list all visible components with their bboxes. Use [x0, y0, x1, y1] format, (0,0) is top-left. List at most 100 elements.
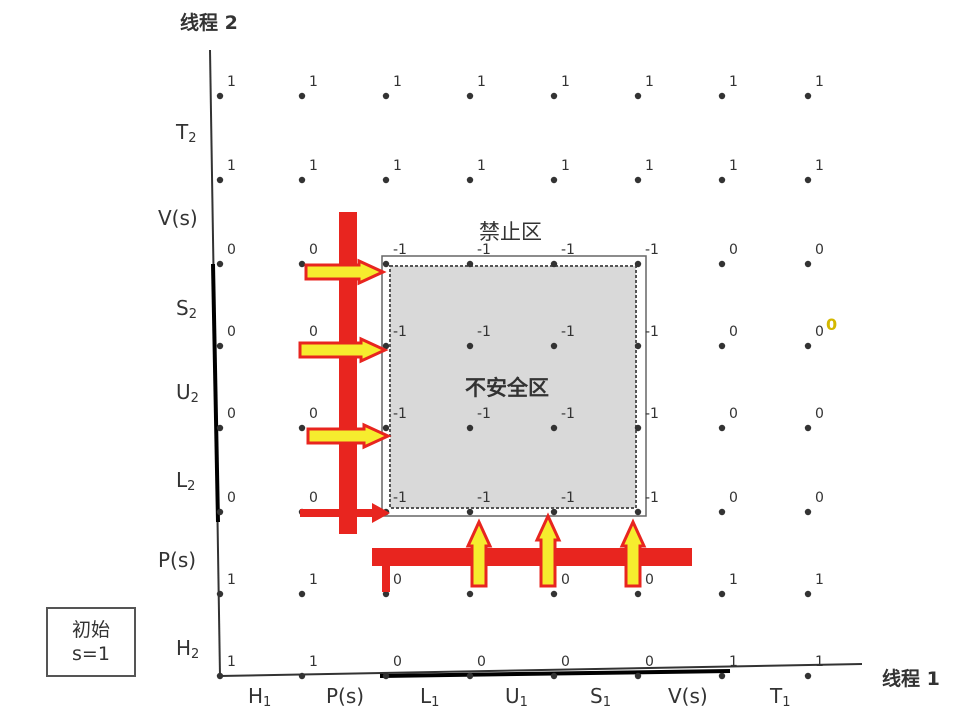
state-value: -1 [561, 490, 575, 506]
x-tick-label: S1 [590, 684, 611, 710]
state-point [804, 590, 812, 598]
initial-state-semaphore: s=1 [72, 643, 110, 665]
state-value: 1 [477, 74, 486, 90]
blocked-right-arrow [298, 336, 389, 364]
state-value: 1 [227, 158, 236, 174]
state-value: 1 [729, 654, 738, 670]
state-value: 1 [309, 158, 318, 174]
unsafe-zone [389, 265, 637, 509]
state-value: 1 [645, 158, 654, 174]
state-value: 0 [815, 242, 824, 258]
state-point [466, 590, 474, 598]
state-value: 0 [477, 654, 486, 670]
state-point [634, 424, 642, 432]
blocked-right-arrow-red [300, 503, 390, 523]
state-value: -1 [477, 490, 491, 506]
state-point [718, 260, 726, 268]
barrier-vertical [339, 212, 357, 534]
state-value: 0 [815, 490, 824, 506]
state-point [634, 342, 642, 350]
x-tick-label: P(s) [326, 684, 365, 708]
state-value: -1 [561, 406, 575, 422]
y-tick-label: S2 [176, 296, 197, 322]
blocked-right-arrow [306, 422, 392, 450]
state-point [216, 176, 224, 184]
y-tick-label: P(s) [158, 548, 197, 572]
state-value: 1 [815, 572, 824, 588]
state-point [718, 424, 726, 432]
barrier-horizontal-stub [382, 548, 390, 592]
state-value: 0 [393, 654, 402, 670]
state-point [804, 424, 812, 432]
state-point [550, 672, 558, 680]
state-point [550, 424, 558, 432]
state-point [550, 342, 558, 350]
blocked-up-arrow [619, 518, 647, 588]
state-point [466, 672, 474, 680]
state-value: -1 [393, 324, 407, 340]
state-point [466, 342, 474, 350]
state-value: 1 [309, 74, 318, 90]
state-value: 1 [729, 74, 738, 90]
state-point [382, 176, 390, 184]
state-point [804, 508, 812, 516]
barrier-horizontal [372, 548, 692, 566]
y-tick-label: U2 [176, 380, 199, 406]
blocked-right-arrow [304, 258, 387, 286]
state-point [718, 672, 726, 680]
state-value: 0 [645, 654, 654, 670]
state-point [550, 508, 558, 516]
state-point [804, 672, 812, 680]
state-point [550, 176, 558, 184]
state-value: 0 [645, 572, 654, 588]
state-point [216, 672, 224, 680]
state-point [634, 260, 642, 268]
y-tick-label: T2 [176, 120, 197, 146]
state-point [466, 508, 474, 516]
state-value: 1 [729, 572, 738, 588]
state-value: -1 [393, 406, 407, 422]
x-tick-label: H1 [248, 684, 272, 710]
state-point [634, 672, 642, 680]
state-point [718, 176, 726, 184]
state-point [298, 92, 306, 100]
state-value: -1 [393, 242, 407, 258]
state-point [804, 342, 812, 350]
x-tick-label: U1 [505, 684, 528, 710]
state-value: -1 [645, 242, 659, 258]
x-tick-label: T1 [770, 684, 791, 710]
state-value: 0 [729, 242, 738, 258]
initial-state-title: 初始 [71, 619, 110, 641]
state-value: -1 [645, 490, 659, 506]
state-value: 1 [815, 74, 824, 90]
state-value: -1 [477, 324, 491, 340]
y-axis-thread2-segment [211, 263, 220, 523]
state-value: 0 [561, 654, 570, 670]
state-value: 1 [393, 158, 402, 174]
state-value: -1 [561, 324, 575, 340]
state-value: 0 [729, 324, 738, 340]
state-value: 0 [393, 572, 402, 588]
state-value: 1 [815, 158, 824, 174]
state-value: 1 [227, 654, 236, 670]
state-value: 1 [729, 158, 738, 174]
state-point [804, 176, 812, 184]
state-point [634, 508, 642, 516]
state-point [298, 260, 306, 268]
state-point [298, 176, 306, 184]
x-axis-line [219, 663, 863, 677]
state-value: 1 [561, 74, 570, 90]
state-point [382, 424, 390, 432]
state-point [382, 590, 390, 598]
state-point [216, 590, 224, 598]
highlighted-value: 0 [826, 315, 837, 334]
y-tick-label: V(s) [158, 206, 198, 230]
x-tick-label: V(s) [668, 684, 708, 708]
blocked-up-arrow [534, 512, 562, 588]
state-point [804, 260, 812, 268]
state-value: 1 [309, 572, 318, 588]
x-tick-label: L1 [420, 684, 440, 710]
unsafe-zone-label: 不安全区 [465, 376, 549, 400]
